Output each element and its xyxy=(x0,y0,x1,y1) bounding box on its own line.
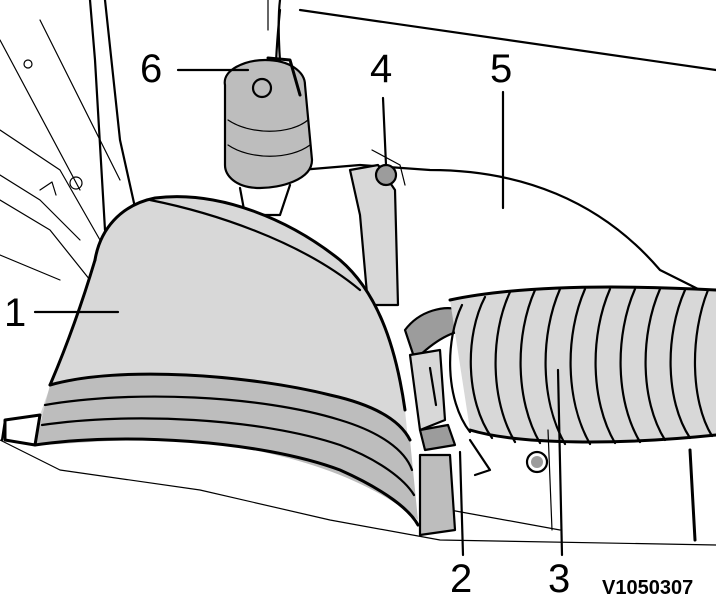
callout-2: 2 xyxy=(450,557,472,601)
air-cleaner-cover xyxy=(267,0,716,292)
hose-corrugations xyxy=(449,287,714,446)
leader-line-4 xyxy=(381,96,388,167)
callout-5: 5 xyxy=(490,47,512,91)
expansion-tank xyxy=(223,56,314,217)
leader-line-2 xyxy=(458,450,465,557)
figure-reference-code: V1050307 xyxy=(602,577,693,599)
mounting-bracket xyxy=(348,149,406,307)
leader-line-3 xyxy=(556,368,564,557)
engine-bay-background xyxy=(0,0,716,546)
callout-4: 4 xyxy=(370,47,392,91)
callout-3: 3 xyxy=(548,557,570,601)
intake-duct xyxy=(0,195,420,527)
callout-labels: 1 2 3 4 5 6 xyxy=(4,47,570,601)
hose-clamp xyxy=(403,307,549,537)
callout-1: 1 xyxy=(4,291,26,335)
callout-6: 6 xyxy=(140,47,162,91)
corrugated-hose xyxy=(448,285,716,542)
leader-lines xyxy=(33,68,564,557)
